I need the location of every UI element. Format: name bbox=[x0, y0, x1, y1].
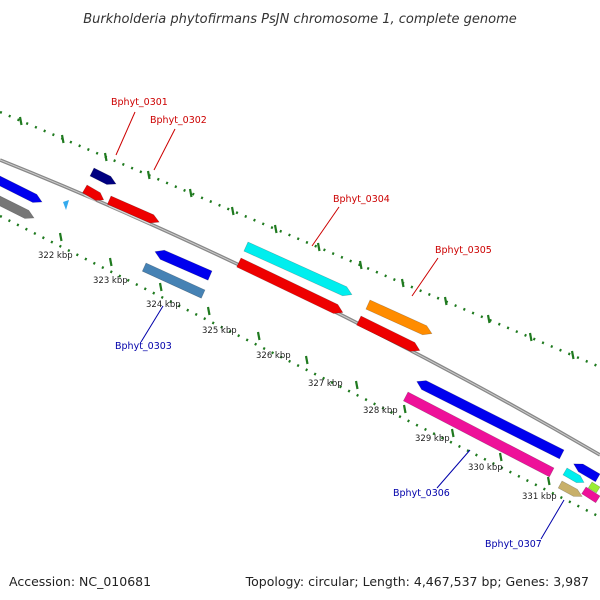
outer-major-tick bbox=[400, 278, 405, 288]
gene-arrow-right-blue-sheen bbox=[572, 469, 595, 483]
outer-major-tick bbox=[230, 206, 235, 216]
inner-tick-track bbox=[0, 214, 600, 519]
inner-major-tick bbox=[354, 380, 359, 390]
kbp-label: 326 kbp bbox=[256, 351, 291, 361]
gene-leader-line bbox=[153, 128, 176, 171]
gene-leader-line bbox=[436, 449, 471, 489]
gene-arrow-bphyt-0304-cyan bbox=[243, 241, 353, 297]
gene-arrow-bphyt-0303-steel-sheen bbox=[143, 272, 200, 300]
outer-major-tick bbox=[486, 314, 491, 324]
gene-leader-line bbox=[115, 111, 136, 156]
gene-arrow-bphyt-0301 bbox=[89, 167, 117, 185]
gene-arrow-bphyt-0307-cyan bbox=[562, 467, 585, 483]
genome-backbone bbox=[0, 158, 600, 457]
inner-major-tick bbox=[546, 476, 551, 486]
inner-major-tick bbox=[206, 306, 211, 316]
inner-major-tick bbox=[256, 331, 261, 341]
outer-major-tick bbox=[146, 170, 151, 180]
kbp-label: 327 kbp bbox=[308, 379, 343, 389]
inner-major-tick bbox=[304, 355, 309, 365]
gene-leader-line bbox=[540, 499, 565, 540]
outer-major-tick bbox=[188, 188, 193, 198]
gene-label[interactable]: Bphyt_0306 bbox=[393, 488, 450, 499]
outer-major-tick bbox=[60, 134, 65, 144]
gene-arrow-bphyt-0303-steel bbox=[141, 262, 206, 299]
gene-label[interactable]: Bphyt_0302 bbox=[150, 115, 207, 126]
outer-major-tick bbox=[316, 242, 321, 252]
gene-arrow-left-blue-sheen bbox=[0, 186, 34, 205]
outer-major-tick bbox=[570, 350, 575, 360]
inner-major-tick bbox=[402, 404, 407, 414]
kbp-label: 322 kbp bbox=[38, 251, 73, 261]
gene-arrow-right-magenta bbox=[581, 486, 600, 504]
gene-arrow-bphyt-0306-magenta-sheen bbox=[404, 402, 548, 478]
gene-arrow-bphyt-0303-blue bbox=[154, 249, 213, 281]
gene-arrow-right-blue bbox=[573, 463, 600, 483]
kbp-scale-labels: 322 kbp 323 kbp 324 kbp 325 kbp 326 kbp 327 k… bbox=[38, 251, 557, 502]
kbp-label: 330 kbp bbox=[468, 463, 503, 473]
inner-major-tick bbox=[108, 257, 113, 267]
gene-label[interactable]: Bphyt_0303 bbox=[115, 341, 172, 352]
outer-major-tick bbox=[358, 260, 363, 270]
gene-arrow-bphyt-0306-blue-sheen bbox=[416, 387, 558, 460]
outer-major-tick bbox=[273, 224, 278, 234]
gene-arrow-left-gray bbox=[0, 195, 35, 219]
gene-arrow-left-gray-sheen bbox=[0, 206, 26, 221]
outer-major-tick bbox=[103, 152, 108, 162]
outer-major-tick bbox=[528, 332, 533, 342]
gene-arrow-bphyt-0301-red bbox=[82, 184, 105, 201]
gene-arrow-left-blue bbox=[0, 175, 43, 203]
inner-major-tick bbox=[58, 232, 63, 242]
inner-major-tick bbox=[498, 452, 503, 462]
gene-label-leaders bbox=[115, 111, 565, 540]
genome-summary: Topology: circular; Length: 4,467,537 bp… bbox=[245, 574, 589, 589]
gene-arrow-bphyt-0307-cyan-sheen bbox=[564, 476, 577, 485]
gene-arrow-bphyt-0304-red bbox=[236, 257, 344, 314]
gene-arrow-bphyt-0307-khaki bbox=[557, 480, 583, 497]
outer-major-tick bbox=[443, 296, 448, 306]
gene-arrow-bphyt-0304-red-sheen bbox=[238, 268, 334, 316]
kbp-label: 324 kbp bbox=[146, 300, 181, 310]
inner-major-tick bbox=[158, 282, 163, 292]
accession-label: Accession: NC_010681 bbox=[9, 574, 151, 589]
gene-arrow-bphyt-0306-magenta bbox=[402, 391, 555, 478]
kbp-label: 325 kbp bbox=[202, 326, 237, 336]
gene-arrow-bphyt-0305-red bbox=[356, 315, 421, 352]
kbp-label: 323 kbp bbox=[93, 276, 128, 286]
gene-label[interactable]: Bphyt_0304 bbox=[333, 194, 390, 205]
gene-arrow-bphyt-0305-orange-sheen bbox=[367, 310, 423, 337]
gene-arrow-right-lime bbox=[587, 481, 600, 494]
major-ticks bbox=[18, 116, 575, 486]
map-title: Burkholderia phytofirmans PsJN chromosom… bbox=[83, 12, 517, 27]
gene-label[interactable]: Bphyt_0305 bbox=[435, 245, 492, 256]
gene-arrow-bphyt-0302-sheen bbox=[108, 205, 151, 225]
kbp-label: 329 kbp bbox=[415, 434, 450, 444]
gene-arrow-bphyt-0301-red-sheen bbox=[83, 194, 97, 203]
gene-leader-line bbox=[411, 257, 439, 297]
gene-arrow-bphyt-0301-sheen bbox=[91, 177, 108, 187]
kbp-label: 328 kbp bbox=[363, 406, 398, 416]
gene-leader-line bbox=[311, 206, 340, 247]
marker-arrow-icon bbox=[63, 200, 69, 210]
gene-arrow-right-magenta-sheen bbox=[583, 495, 595, 504]
outer-tick-track bbox=[0, 110, 600, 369]
gene-label[interactable]: Bphyt_0307 bbox=[485, 539, 542, 550]
kbp-label: 331 kbp bbox=[522, 492, 557, 502]
gene-arrow-bphyt-0302 bbox=[107, 195, 160, 224]
gene-arrow-bphyt-0307-khaki-sheen bbox=[559, 489, 574, 499]
gene-arrow-bphyt-0305-orange bbox=[365, 299, 433, 336]
outer-major-tick bbox=[18, 116, 23, 126]
gene-label[interactable]: Bphyt_0301 bbox=[111, 97, 168, 108]
gene-features bbox=[0, 167, 600, 504]
inner-major-tick bbox=[450, 428, 455, 438]
gene-leader-line bbox=[140, 305, 164, 343]
gene-arrow-bphyt-0304-cyan-sheen bbox=[245, 252, 343, 298]
gene-arrow-bphyt-0305-red-sheen bbox=[358, 326, 411, 354]
gene-arrow-bphyt-0306-blue bbox=[416, 380, 565, 460]
gene-arrow-bphyt-0303-blue-sheen bbox=[154, 257, 207, 282]
